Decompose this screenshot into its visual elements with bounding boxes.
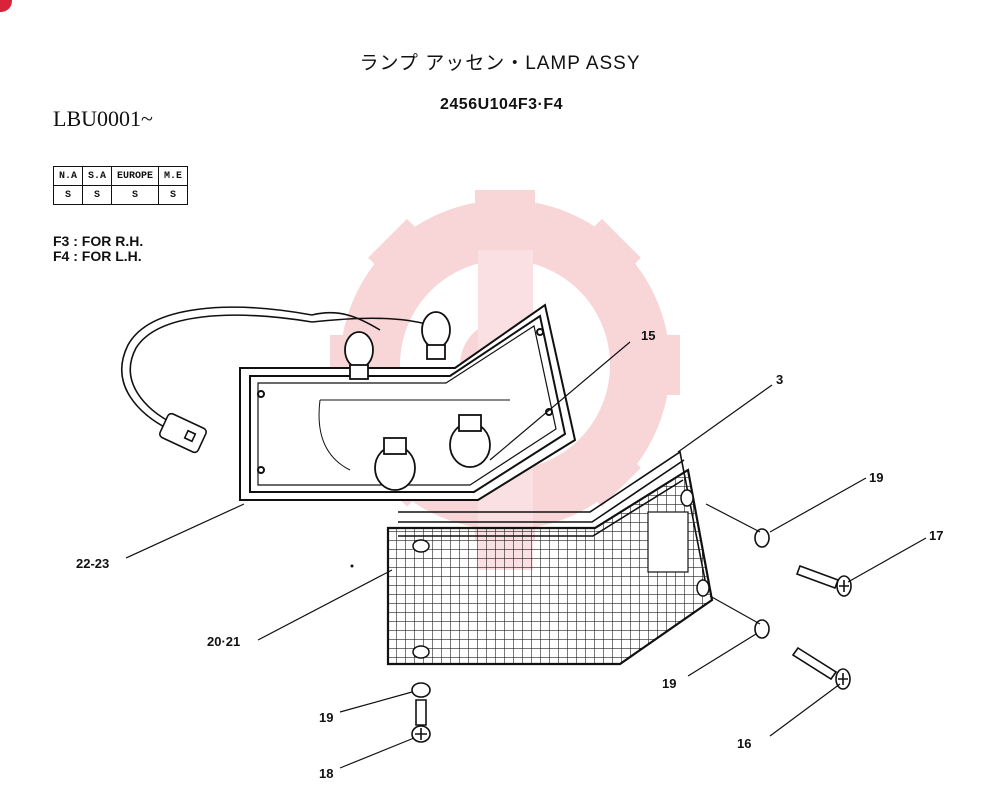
callout-16: 16: [737, 736, 751, 751]
callout-22-23: 22-23: [76, 556, 109, 571]
screw-16: [791, 646, 838, 681]
market-value-sa: S: [82, 185, 113, 205]
callout-18: 18: [319, 766, 333, 781]
washer-19b: [411, 682, 431, 698]
lamp-housing: [239, 303, 577, 501]
washer-19a: [754, 528, 770, 548]
fasteners: [411, 528, 852, 743]
callout-3: 3: [776, 372, 783, 387]
market-value-row: S S S S: [52, 185, 189, 205]
washer-19c: [754, 619, 770, 639]
serial-range: LBU0001~: [53, 106, 153, 131]
callout-15: 15: [641, 328, 655, 343]
part-number: 2456U104F3·F4: [440, 96, 564, 113]
stray-dot: [350, 564, 354, 568]
callout-19-lower-left: 19: [319, 710, 333, 725]
note-f3: F3 : FOR R.H.: [53, 233, 144, 249]
callout-17: 17: [929, 528, 943, 543]
notes: F3 : FOR R.H. F4 : FOR L.H.: [53, 234, 143, 264]
market-header-row: N.A S.A EUROPE M.E: [52, 166, 189, 186]
bulbs: [344, 311, 491, 491]
callout-19-lower-right: 19: [662, 676, 676, 691]
leader-lines: [125, 341, 927, 769]
page-title: ランプ アッセン・LAMP ASSY: [359, 53, 641, 74]
callout-20-21: 20·21: [207, 634, 240, 649]
market-value-me: S: [158, 185, 189, 205]
callout-19-upper: 19: [869, 470, 883, 485]
screw-17: [795, 564, 840, 590]
lens: [386, 468, 714, 666]
wiring-harness: [121, 306, 431, 454]
screw-18: [415, 699, 427, 726]
market-table: N.A S.A EUROPE M.E S S S S: [52, 166, 189, 205]
note-f4: F4 : FOR L.H.: [53, 248, 142, 264]
